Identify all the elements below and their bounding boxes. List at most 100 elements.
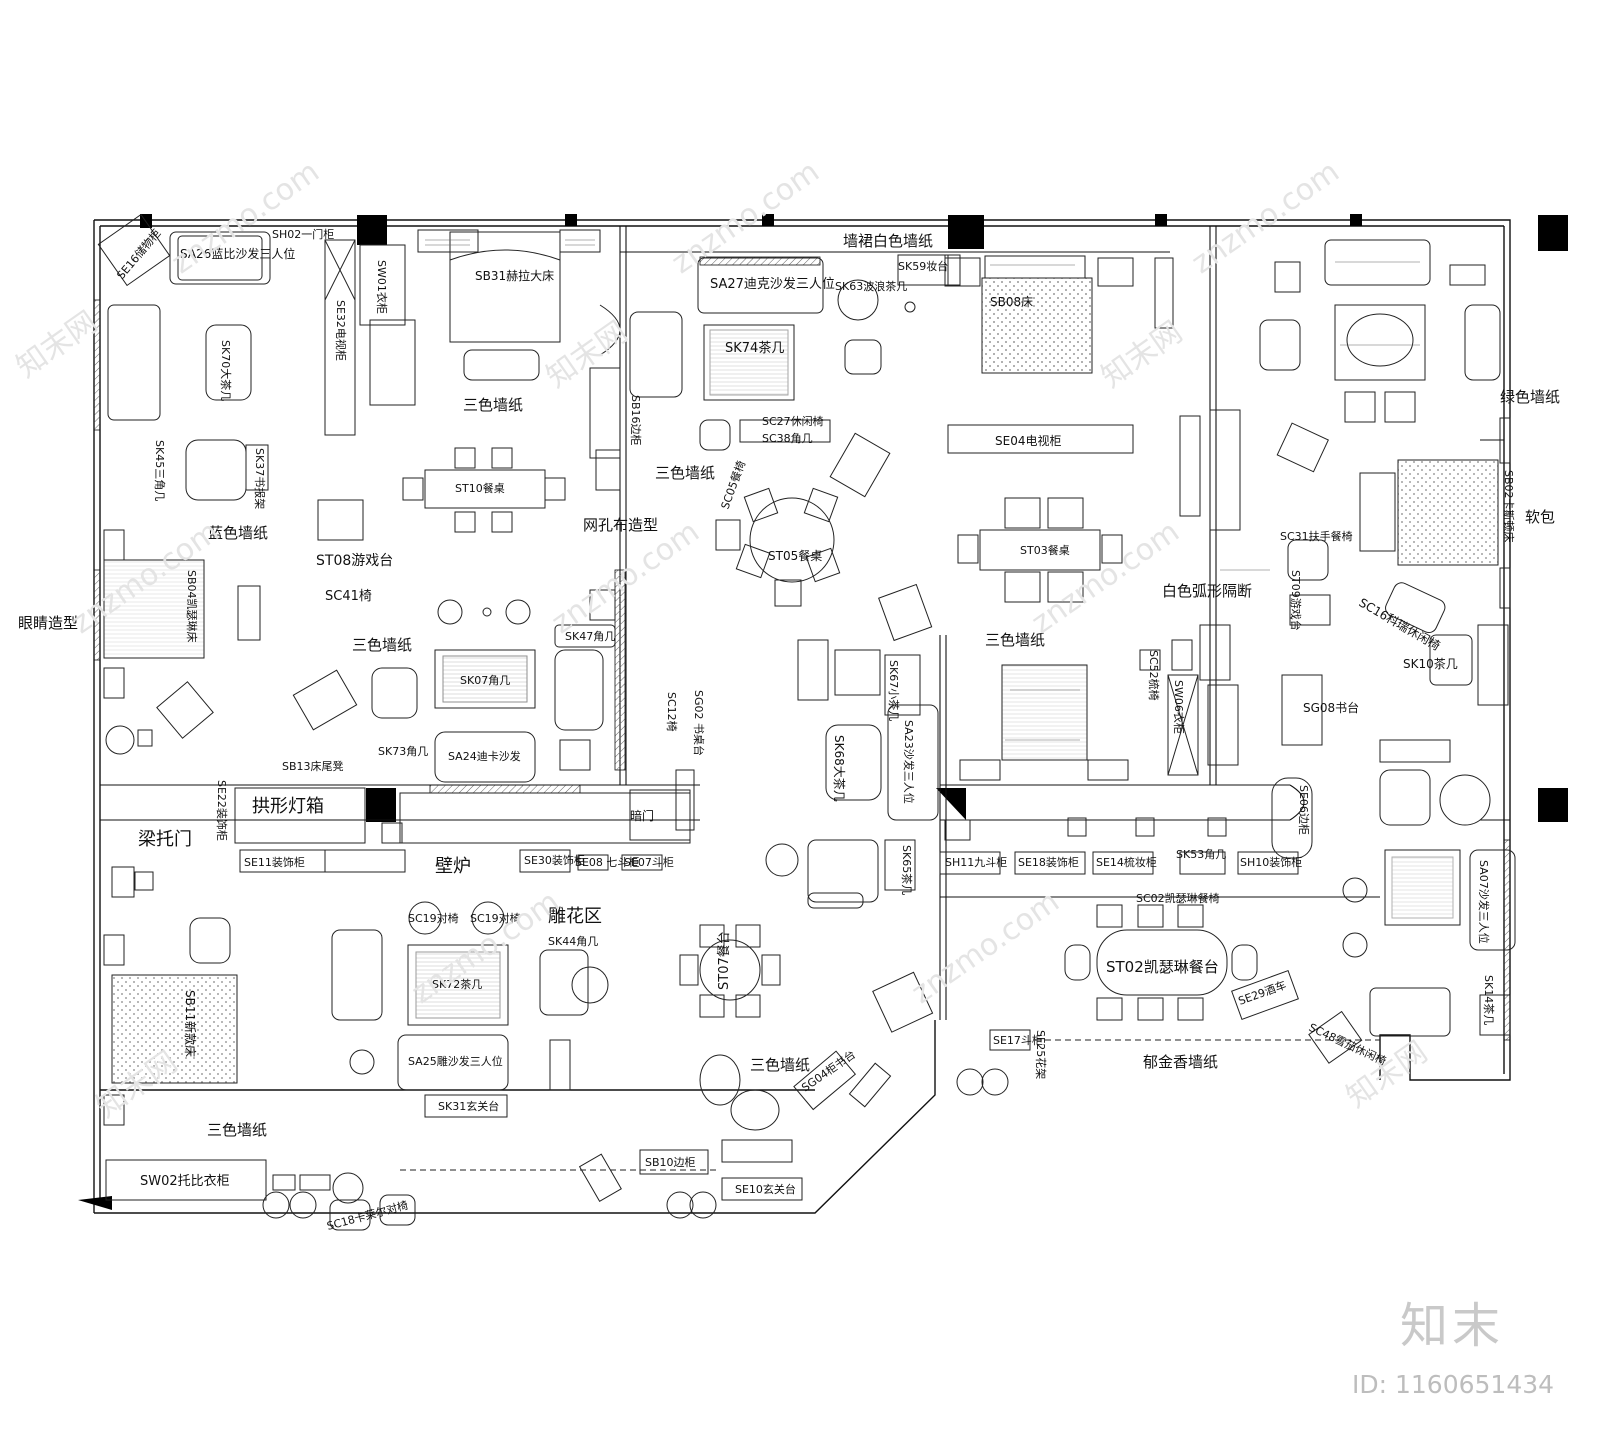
label-st03: ST03餐桌 — [1020, 543, 1070, 557]
label-beam-door: 梁托门 — [138, 829, 192, 850]
label-se07: SE07斗柜 — [624, 856, 674, 869]
label-tricolor-wallpaper-3: 三色墙纸 — [352, 636, 412, 654]
label-se14: SE14梳妆柜 — [1096, 855, 1157, 869]
label-fireplace: 壁炉 — [435, 856, 471, 877]
label-sk72: SK72茶几 — [432, 978, 482, 991]
label-sk65: SK65茶几 — [900, 845, 913, 895]
label-sk68: SK68大茶几 — [832, 735, 847, 802]
furniture-labels: SA26蓝比沙发三人位 SK70大茶几 ST08游戏台 SC41椅 SB31赫拉… — [114, 226, 1516, 1233]
label-white-arc-partition: 白色弧形隔断 — [1162, 582, 1252, 600]
label-sk70: SK70大茶几 — [219, 340, 233, 401]
label-sw02: SW02托比衣柜 — [140, 1173, 230, 1189]
label-tricolor-wallpaper-6: 三色墙纸 — [207, 1121, 267, 1139]
label-sa26: SA26蓝比沙发三人位 — [180, 246, 295, 261]
label-tricolor-wallpaper-5: 三色墙纸 — [750, 1056, 810, 1074]
image-id: ID: 1160651434 — [1352, 1370, 1555, 1399]
label-st05: ST05餐桌 — [768, 548, 822, 563]
label-sf25: SF25花架 — [1034, 1030, 1047, 1079]
label-tricolor-wallpaper-4: 三色墙纸 — [985, 631, 1045, 649]
label-sa23: SA23沙发三人位 — [902, 720, 916, 804]
label-sk53: SK53角几 — [1176, 848, 1226, 861]
label-sh10: SH10装饰柜 — [1240, 855, 1302, 869]
label-sh11: SH11九斗柜 — [945, 856, 1007, 869]
label-st02: ST02凯瑟琳餐台 — [1106, 958, 1219, 976]
label-sk67: SK67小茶几 — [887, 660, 900, 721]
columns — [78, 214, 1568, 1210]
label-sc02: SC02凯瑟琳餐椅 — [1136, 891, 1220, 905]
label-sk14: SK14茶几 — [1482, 975, 1495, 1025]
label-sk07: SK07角几 — [460, 674, 510, 687]
label-sb11: SB11新款床 — [183, 990, 198, 1057]
label-sc19a: SC19对椅 — [408, 911, 459, 925]
label-sc48: SC48雪茄休闲椅 — [1307, 1020, 1389, 1068]
label-sa27: SA27迪克沙发三人位 — [710, 276, 835, 292]
label-sc52: SC52梳椅 — [1147, 650, 1161, 701]
label-sc19b: SC19对椅 — [470, 911, 521, 925]
label-sk44: SK44角几 — [548, 935, 598, 948]
label-carving-area: 雕花区 — [548, 906, 602, 927]
label-sk37: SK37书报架 — [253, 448, 267, 509]
label-sk63: SK63波浪茶几 — [835, 279, 907, 293]
furniture-outlines — [97, 213, 1516, 1231]
label-sc41: SC41椅 — [325, 589, 372, 604]
label-sb16: SB16边柜 — [629, 395, 642, 446]
label-sb10: SB10边柜 — [645, 1156, 696, 1169]
label-sa25: SA25雕沙发三人位 — [408, 1054, 503, 1068]
label-sc16: SC16科瑞休闲椅 — [1357, 595, 1443, 653]
label-sk59: SK59妆台 — [898, 259, 948, 273]
label-sk73: SK73角几 — [378, 745, 428, 758]
label-sk47: SK47角几 — [565, 630, 615, 643]
label-sw01: SW01衣柜 — [375, 260, 389, 314]
label-sa24: SA24迪卡沙发 — [448, 749, 521, 763]
brand-logo: 知末 — [1400, 1298, 1505, 1354]
label-arch-lightbox: 拱形灯箱 — [252, 796, 324, 817]
label-sh02: SH02一门柜 — [272, 227, 334, 241]
label-eye-shape: 眼睛造型 — [18, 614, 78, 632]
label-se04: SE04电视柜 — [995, 433, 1061, 448]
label-se11: SE11装饰柜 — [244, 855, 305, 869]
label-sb13: SB13床尾凳 — [282, 759, 344, 773]
label-tricolor-wallpaper-1: 三色墙纸 — [463, 396, 523, 414]
label-wainscot-white: 墙裙白色墙纸 — [843, 232, 933, 250]
label-se32: SE32电视柜 — [334, 300, 348, 361]
label-sk31: SK31玄关台 — [438, 1099, 499, 1113]
label-sk74: SK74茶几 — [725, 340, 784, 356]
label-sa07: SA07沙发三人位 — [1477, 860, 1491, 944]
label-se17: SE17斗柜 — [993, 1034, 1043, 1047]
label-sk10: SK10茶几 — [1403, 656, 1458, 671]
label-blue-wallpaper: 蓝色墙纸 — [208, 524, 268, 542]
label-se18: SE18装饰柜 — [1018, 855, 1079, 869]
label-se16: SE16储物柜 — [114, 226, 164, 282]
label-green-wallpaper: 绿色墙纸 — [1500, 388, 1560, 406]
label-sb08: SB08床 — [990, 295, 1033, 309]
label-se29: SE29酒车 — [1236, 978, 1288, 1008]
label-se08: SE08 七斗柜 — [575, 856, 639, 869]
label-se06: SE06边柜 — [1297, 785, 1310, 835]
label-tulip-wallpaper: 郁金香墙纸 — [1143, 1053, 1218, 1071]
label-tricolor-wallpaper-2: 三色墙纸 — [655, 464, 715, 482]
label-sc12: SC12椅 — [665, 692, 679, 732]
label-sb04: SB04凯瑟琳床 — [185, 570, 199, 643]
label-sk45: SK45三角几 — [153, 440, 166, 501]
label-sg02: SG02 书桌台 — [692, 690, 706, 756]
label-sb31: SB31赫拉大床 — [475, 268, 554, 283]
label-st08: ST08游戏台 — [316, 553, 393, 569]
wall-hatching — [93, 256, 1511, 1041]
label-sb02: SB02卡斯顿床 — [1502, 470, 1516, 543]
label-sw06: SW06衣柜 — [1172, 680, 1186, 734]
label-sc31: SC31扶手餐椅 — [1280, 529, 1353, 543]
minor-annotations — [425, 239, 1420, 741]
label-sc27: SC27休闲椅 — [762, 414, 824, 428]
label-soft-pack: 软包 — [1525, 508, 1555, 526]
label-mesh-fabric: 网孔布造型 — [583, 516, 658, 534]
label-se10: SE10玄关台 — [735, 1182, 796, 1196]
label-sg08: SG08书台 — [1303, 700, 1359, 715]
label-se30: SE30装饰柜 — [524, 853, 585, 867]
label-st09: ST09游戏台 — [1289, 570, 1303, 631]
label-sc38: SC38角几 — [762, 432, 813, 445]
room-labels: 蓝色墙纸 眼睛造型 三色墙纸 三色墙纸 网孔布造型 三色墙纸 三色墙纸 墙裙白色… — [18, 232, 1560, 1139]
label-st07: ST07餐台 — [716, 931, 732, 990]
label-sc05: SC05餐椅 — [718, 459, 748, 511]
label-se22: SE22装饰柜 — [215, 780, 229, 841]
